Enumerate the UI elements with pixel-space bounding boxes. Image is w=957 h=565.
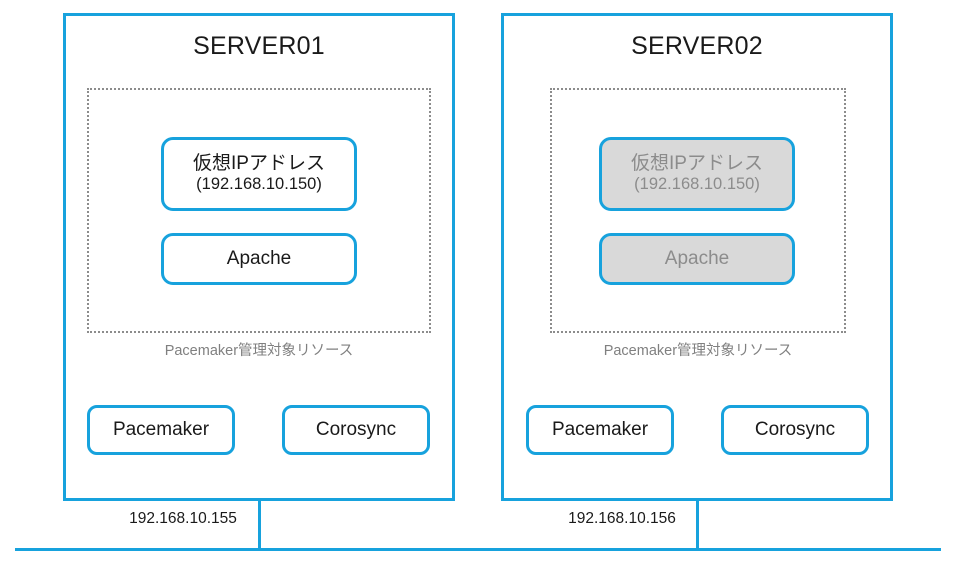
resource-box-apache-server01: Apache	[161, 233, 357, 285]
service-label-corosync-server02: Corosync	[754, 419, 836, 440]
resource-label-virtual-ip-server01: 仮想IPアドレス	[193, 153, 325, 175]
resource-sublabel-virtual-ip-server02: (192.168.10.150)	[634, 175, 760, 194]
network-link-server01	[258, 501, 261, 550]
network-bus-line	[15, 548, 941, 551]
service-label-corosync-server01: Corosync	[315, 419, 397, 440]
resource-label-virtual-ip-server02: 仮想IPアドレス	[631, 153, 763, 175]
resource-region-server02	[550, 88, 846, 333]
resource-region-server01	[87, 88, 431, 333]
server-title-server02: SERVER02	[631, 32, 763, 60]
server-title-server01: SERVER01	[193, 32, 325, 60]
resource-sublabel-virtual-ip-server01: (192.168.10.150)	[196, 175, 322, 194]
service-box-pacemaker-server01: Pacemaker	[87, 405, 235, 455]
service-box-corosync-server02: Corosync	[721, 405, 869, 455]
service-label-pacemaker-server02: Pacemaker	[551, 419, 649, 440]
resource-region-caption-server01: Pacemaker管理対象リソース	[164, 343, 354, 359]
resource-box-virtual-ip-server02: 仮想IPアドレス (192.168.10.150)	[599, 137, 795, 211]
service-box-corosync-server01: Corosync	[282, 405, 430, 455]
network-ip-label-server02: 192.168.10.156	[568, 510, 676, 527]
resource-label-apache-server02: Apache	[664, 247, 730, 269]
network-link-server02	[696, 501, 699, 550]
resource-region-caption-server02: Pacemaker管理対象リソース	[603, 343, 793, 359]
service-box-pacemaker-server02: Pacemaker	[526, 405, 674, 455]
service-label-pacemaker-server01: Pacemaker	[112, 419, 210, 440]
resource-label-apache-server01: Apache	[226, 247, 292, 269]
resource-box-apache-server02: Apache	[599, 233, 795, 285]
resource-box-virtual-ip-server01: 仮想IPアドレス (192.168.10.150)	[161, 137, 357, 211]
network-ip-label-server01: 192.168.10.155	[129, 510, 237, 527]
